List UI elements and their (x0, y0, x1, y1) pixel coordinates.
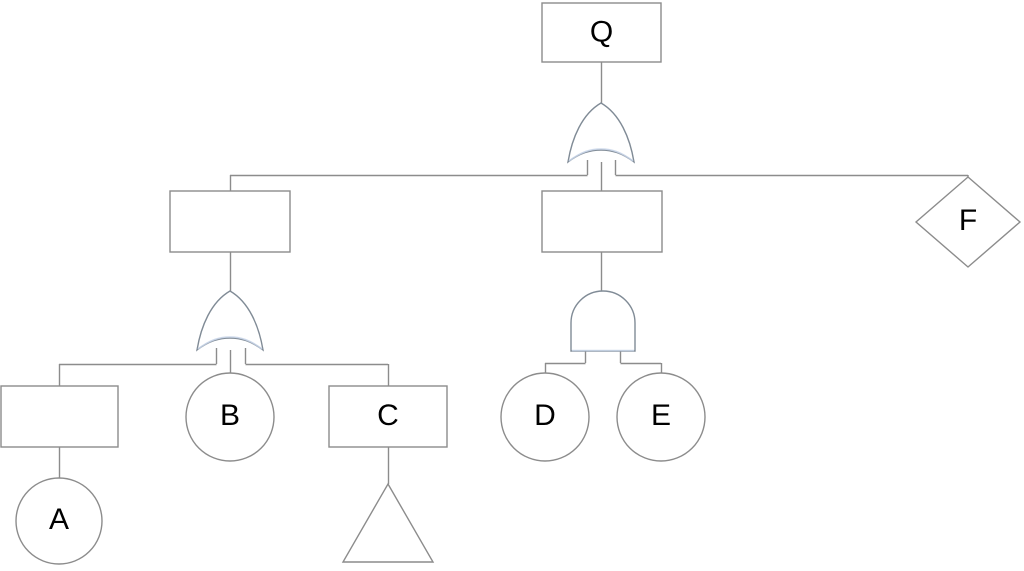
and-gate-center-body (570, 290, 636, 352)
node-basic-d[interactable]: D (500, 372, 590, 462)
node-intermediate-left[interactable] (169, 190, 291, 253)
node-transfer-triangle[interactable] (341, 482, 435, 563)
or-gate-top[interactable] (567, 102, 635, 164)
node-intermediate-center-rect (541, 190, 663, 253)
node-intermediate-c[interactable]: C (328, 385, 448, 448)
node-d-circle (500, 372, 590, 462)
node-b-circle (185, 372, 275, 462)
or-gate-left-body (196, 290, 264, 352)
node-e-circle (616, 372, 706, 462)
node-f-label: F (959, 204, 977, 237)
node-a-label: A (49, 503, 69, 536)
node-transfer-shape (341, 482, 435, 563)
node-d-label: D (534, 399, 556, 432)
node-q-label: Q (590, 15, 613, 48)
connector-layer (58, 62, 969, 484)
node-f-diamond (914, 176, 1022, 268)
node-undeveloped-f[interactable]: F (914, 176, 1022, 268)
node-e-label: E (651, 399, 671, 432)
node-q-rect (541, 2, 662, 63)
node-intermediate-a[interactable] (0, 385, 119, 448)
node-c-rect (328, 385, 448, 448)
gate-layer (196, 102, 636, 352)
node-basic-b[interactable]: B (185, 372, 275, 462)
node-a-circle (15, 477, 103, 565)
node-basic-e[interactable]: E (616, 372, 706, 462)
and-gate-center[interactable] (570, 290, 636, 352)
node-intermediate-center[interactable] (541, 190, 663, 253)
node-c-label: C (377, 399, 399, 432)
or-gate-left-concave-shadow (197, 336, 263, 350)
or-gate-top-concave-shadow (568, 148, 634, 162)
node-b-label: B (220, 399, 240, 432)
or-gate-top-body (567, 102, 635, 164)
node-basic-a[interactable]: A (15, 477, 103, 565)
node-intermediate-left-rect (169, 190, 291, 253)
node-intermediate-a-rect (0, 385, 119, 448)
or-gate-left[interactable] (196, 290, 264, 352)
node-top-event-q[interactable]: Q (541, 2, 662, 63)
